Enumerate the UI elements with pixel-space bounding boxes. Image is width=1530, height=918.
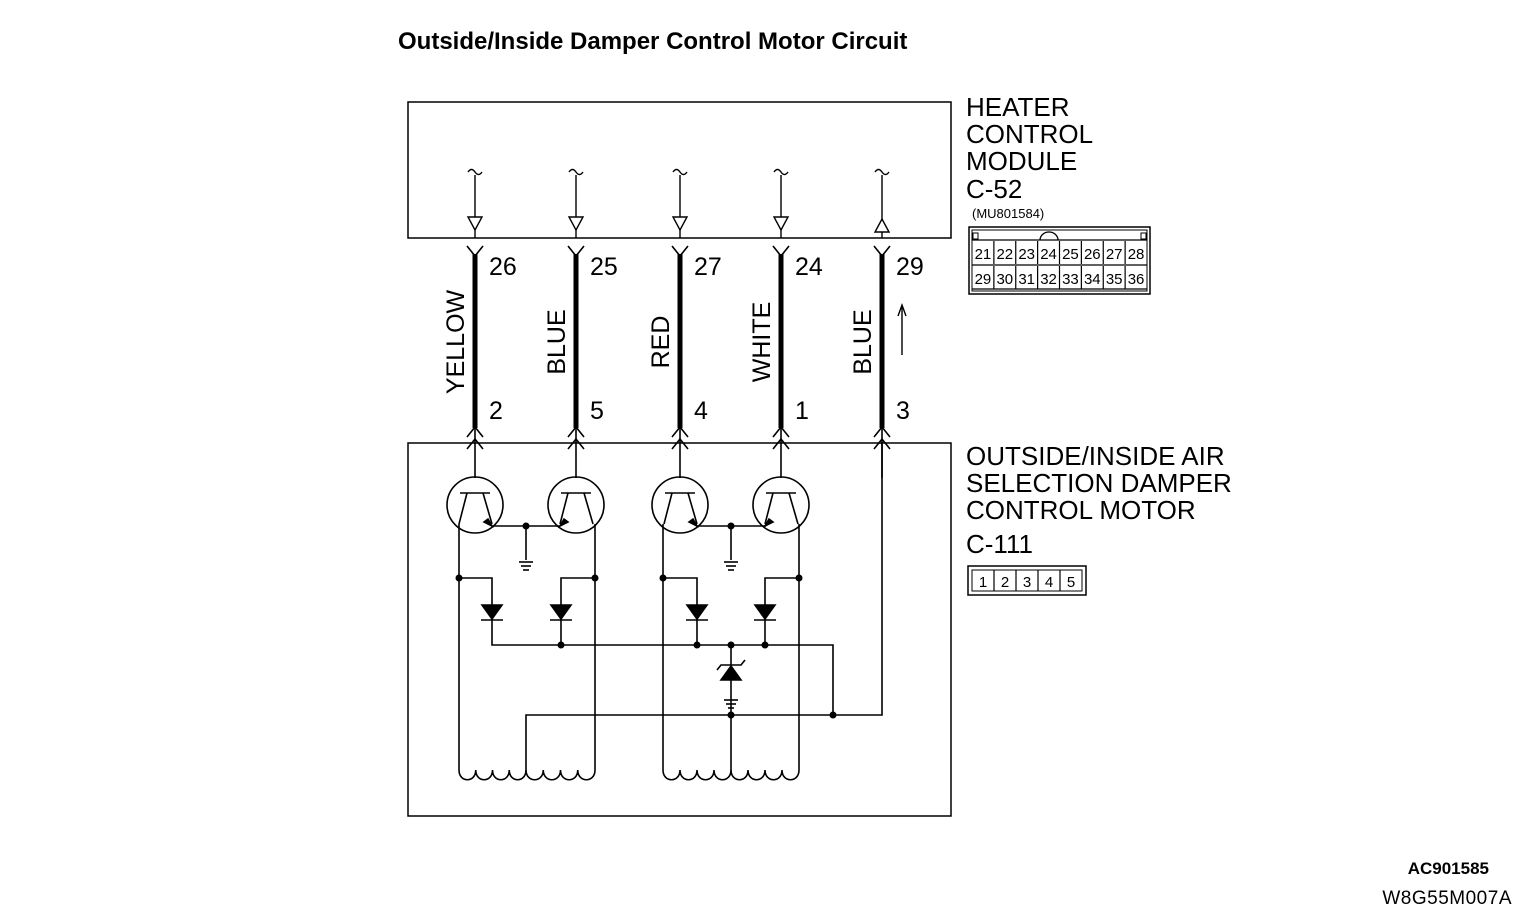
motor-pin-number: 5 [590,397,604,425]
c52-pin-label: 34 [1084,271,1101,288]
wire-color-label: BLUE [543,309,571,374]
motor-pin-number: 3 [896,397,910,425]
motor-label-line: OUTSIDE/INSIDE AIR [966,441,1225,471]
c52-pin-label: 26 [1084,246,1101,263]
transistor [547,476,605,534]
drawing-code: W8G55M007A [1382,888,1512,909]
motor-pin-number: 1 [795,397,809,425]
wire-red-27: 27 4 RED [647,168,722,478]
c111-pin-label: 2 [1001,574,1009,591]
wire-color-label: YELLOW [442,289,470,394]
motor-pin-number: 2 [489,397,503,425]
heater-module-part-number: (MU801584) [972,206,1045,221]
c111-pin-label: 3 [1023,574,1031,591]
module-pin-number: 25 [590,253,618,281]
c111-pin-label: 5 [1067,574,1075,591]
heater-module-label-line: MODULE [966,146,1078,176]
wire-white-24: 24 1 WHITE [748,168,823,478]
wire-color-label: RED [647,316,675,369]
motor-label-line: SELECTION DAMPER [966,468,1232,498]
c52-pin-label: 21 [975,246,992,263]
wire-blue-25: 25 5 BLUE [543,168,618,478]
motor-pin-number: 4 [694,397,708,425]
motor-label-line: CONTROL MOTOR [966,495,1196,525]
wire-color-label: BLUE [849,309,877,374]
c52-pin-label: 35 [1106,271,1123,288]
transistor [651,476,709,534]
module-pin-number: 26 [489,253,517,281]
transistor [752,476,810,534]
stepper-coils [458,769,800,781]
module-pin-number: 29 [896,253,924,281]
module-pin-number: 24 [795,253,823,281]
damper-motor-box [407,442,952,817]
motor-connector-id: C-111 [966,529,1033,559]
heater-module-label: HEATER CONTROL MODULE [966,94,1093,175]
junction-dots [455,522,837,719]
c111-pin-label: 4 [1045,574,1053,591]
c52-pin-label: 23 [1018,246,1035,263]
figure-code: AC901585 [1407,859,1489,878]
c52-pin-label: 27 [1106,246,1123,263]
c111-pin-label: 1 [979,574,987,591]
diagram-title: Outside/Inside Damper Control Motor Circ… [398,28,908,55]
diodes [480,604,777,681]
c52-pin-label: 33 [1062,271,1079,288]
wire-color-label: WHITE [748,302,776,383]
motor-internal-circuit [446,442,883,770]
c52-pin-label: 32 [1040,271,1057,288]
heater-module-connector-id: C-52 [966,174,1023,204]
motor-label: OUTSIDE/INSIDE AIR SELECTION DAMPER CONT… [966,443,1232,524]
c52-pin-label: 22 [996,246,1013,263]
c52-pin-label: 24 [1040,246,1057,263]
transistor [446,476,504,534]
c52-pin-label: 30 [996,271,1013,288]
c52-pin-label: 29 [975,271,992,288]
c52-pin-label: 36 [1128,271,1145,288]
wire-blue-29: 29 3 BLUE [849,168,924,478]
module-pin-number: 27 [694,253,722,281]
heater-module-label-line: HEATER [966,92,1070,122]
c52-pin-label: 28 [1128,246,1145,263]
c52-pin-label: 31 [1018,271,1035,288]
wire-yellow-26: 26 2 YELLOW [442,168,517,478]
heater-module-label-line: CONTROL [966,119,1094,149]
c52-pin-label: 25 [1062,246,1079,263]
